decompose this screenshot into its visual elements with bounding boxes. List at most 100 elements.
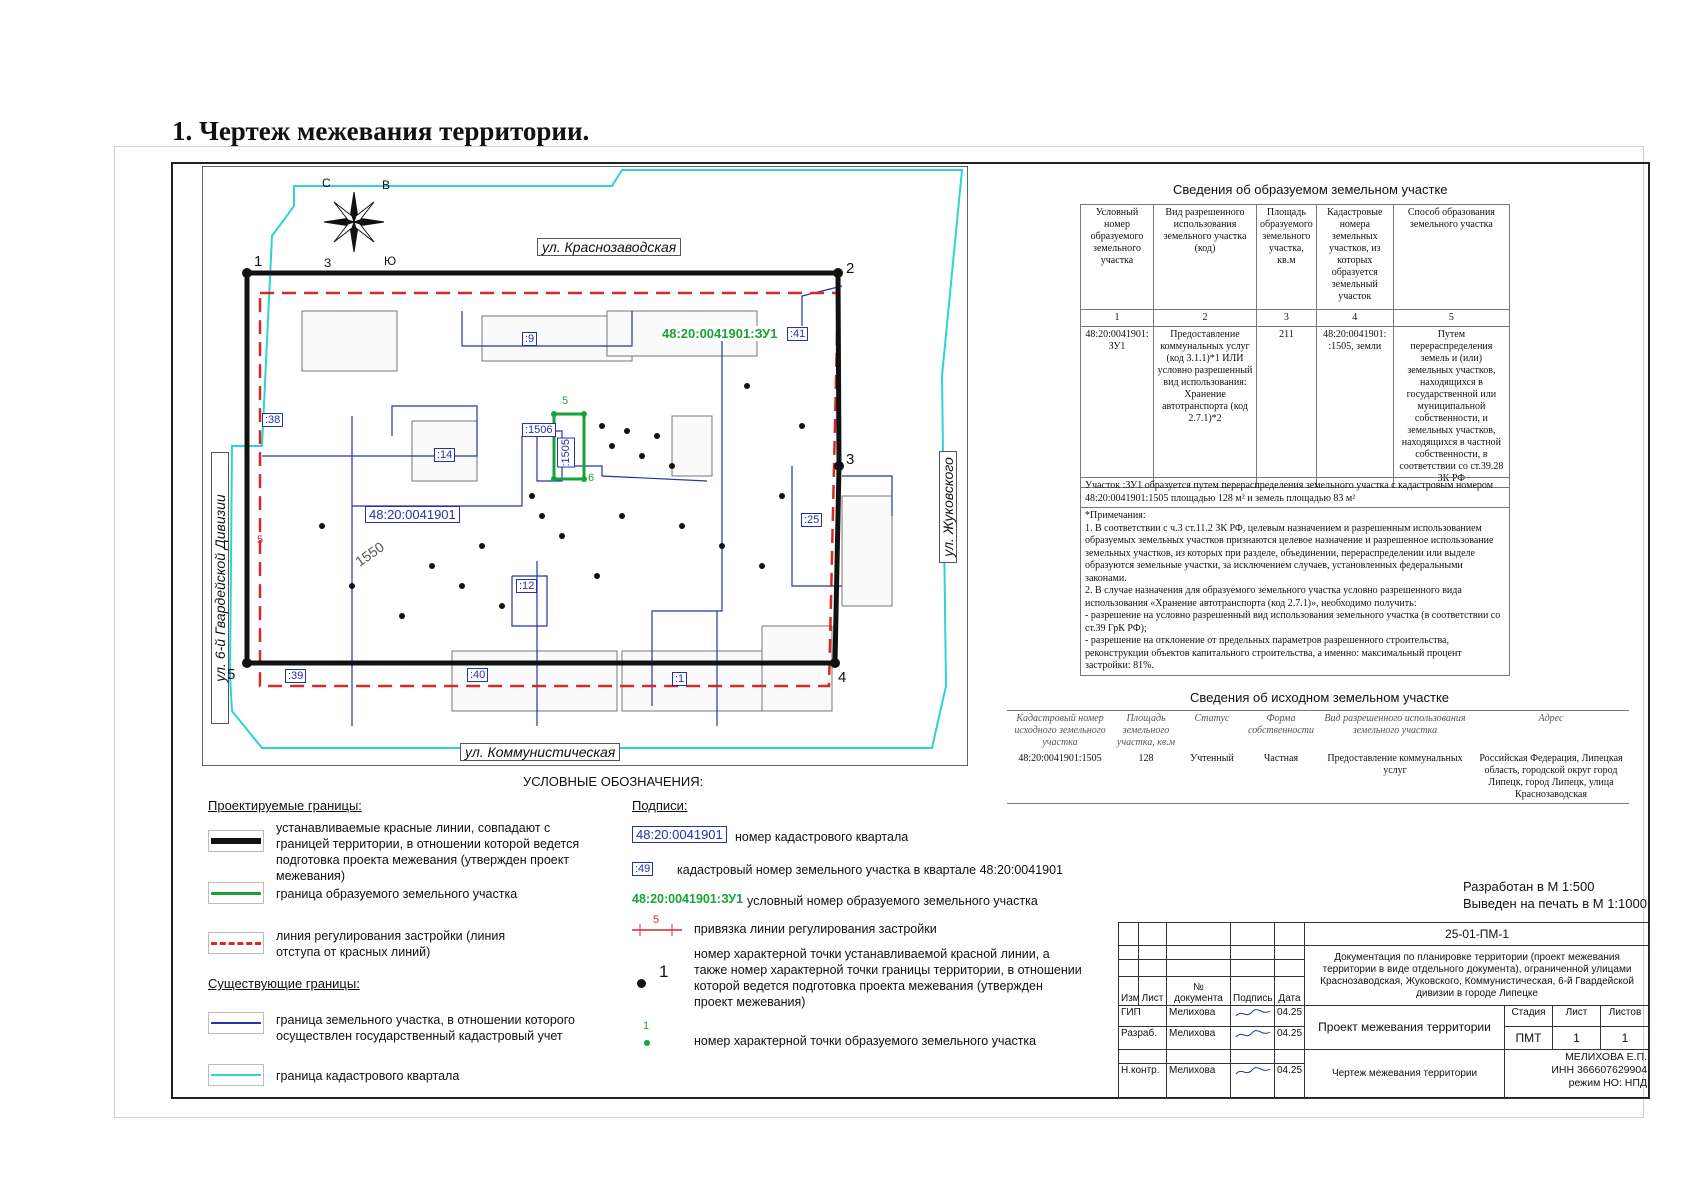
parcel-label: :39 [285,669,307,683]
point-label-4: 4 [838,669,847,686]
sheet-outer-frame [114,146,1644,1118]
col-number: 4 [1315,309,1394,327]
legend-swatch-formed [208,882,264,904]
page-title: 1. Чертеж межевания территории. [172,116,590,146]
stamp-sheets-label: Листов [1599,1004,1651,1027]
stamp-name: Мелихова [1166,1062,1231,1100]
legend-parcel-number-sample: :49 [632,862,654,876]
table-header-row: Условный номер образуемого земельного уч… [1080,204,1511,310]
legend-binding-value: 5 [653,914,660,926]
legend-quarter-text: граница кадастрового квартала [276,1069,460,1083]
binding-dimension: 5 [257,534,264,546]
legend-red-lines-text: устанавливаемые красные линии, совпадают… [276,821,580,883]
signature-icon [1230,1062,1275,1100]
legend-formed-point-text: номер характерной точки образуемого земе… [694,1034,1037,1048]
scale-printed: Выведен на печать в М 1:1000 [1463,896,1647,911]
header-cell: Способ образования земельного участка [1392,204,1511,310]
legend-captions-title: Подписи: [632,798,688,813]
signature-icon [1230,1025,1275,1050]
stamp-name: Мелихова [1166,1004,1231,1027]
col-number: 5 [1392,309,1511,327]
stamp-date: 04.25 [1274,1004,1305,1027]
point-label-1: 1 [254,253,263,270]
formed-parcel-title: Сведения об образуемом земельном участке [1173,182,1448,197]
stamp-code: 25-01-ПМ-1 [1303,921,1651,947]
stamp-author-block: МЕЛИХОВА Е.П. ИНН 366607629904 режим НО:… [1503,1048,1651,1100]
header-cell: Статус [1194,713,1230,724]
cadastral-map: С В З Ю ул. Краснозаводская ул. Коммунис… [201,165,969,767]
stamp-stage-label: Стадия [1504,1004,1553,1027]
parcel-label: :38 [262,413,284,427]
stamp-sheets: 1 [1599,1025,1651,1050]
stamp-col-label: Лист [1138,975,1167,1006]
legend-formed-number-sample: 48:20:0041901:ЗУ1 [632,892,744,906]
col-number: 2 [1153,309,1257,327]
table-row: 48:20:0041901: ЗУ1 Предоставление коммун… [1080,326,1511,488]
header-cell: Площадь образуемого земельного участка, … [1256,204,1317,310]
stamp-stage: ПМТ [1504,1025,1553,1050]
parcel-label: :9 [522,332,538,346]
stamp-role: Н.контр. [1118,1062,1167,1100]
legend-quarter-number-sample: 48:20:0041901 [632,826,727,843]
point-label-2: 2 [846,260,855,277]
legend-registered-text: граница земельного участка, в отношении … [276,1013,575,1043]
stamp-col-label: Подпись [1230,975,1275,1006]
parcel-label: :1506 [522,423,556,437]
table-cell: 48:20:0041901: ЗУ1 [1080,326,1154,488]
legend-projected-title: Проектируемые границы: [208,798,362,813]
stamp-drawing-name: Чертеж межевания территории [1304,1048,1505,1100]
quarter-number-label: 48:20:0041901 [365,506,460,523]
table-cell: Российская Федерация, Липецкая область, … [1479,753,1623,800]
stamp-role: Разраб. [1118,1025,1167,1050]
legend-quarter-number-text: номер кадастрового квартала [735,830,909,844]
original-parcel-table: Кадастровый номер исходного земельного у… [1007,710,1629,804]
stamp-role: ГИП [1118,1004,1167,1027]
parcel-label: :25 [801,513,823,527]
street-west: ул. 6-й Гвардейской Дивизии [211,452,229,724]
legend-point-dot-icon [637,979,646,988]
stamp-sheet-label: Лист [1552,1004,1601,1027]
scale-developed: Разработан в М 1:500 [1463,879,1595,894]
legend-point-sample: 1 [659,962,669,981]
legend-existing-title: Существующие границы: [208,976,360,991]
compass-east-label: В [382,178,391,192]
table-cell: Учтенный [1190,753,1234,764]
note-main: Участок :ЗУ1 образуется путем перераспре… [1081,478,1509,508]
formed-parcel-notes: Участок :ЗУ1 образуется путем перераспре… [1080,477,1510,676]
legend-title: УСЛОВНЫЕ ОБОЗНАЧЕНИЯ: [523,774,704,789]
legend-swatch-red-lines [208,830,264,852]
stamp-date: 04.25 [1274,1025,1305,1050]
legend-point-text: номер характерной точки устанавливаемой … [694,947,1082,1009]
table-header-row: Кадастровый номер исходного земельного у… [1007,711,1629,752]
notes-title: *Примечания: [1085,510,1146,521]
signature-icon [1230,1004,1275,1027]
stamp-description: Документация по планировке территории (п… [1303,945,1651,1006]
stamp-date: 04.25 [1274,1062,1305,1100]
parcel-label: :1505 [557,438,575,468]
parcel-label: :40 [467,668,489,682]
original-parcel-title: Сведения об исходном земельном участке [1190,690,1450,705]
point-label-3: 3 [846,451,855,468]
legend-swatch-registered [208,1012,264,1034]
stamp-project-name: Проект межевания территории [1304,1004,1505,1050]
table-cell: Предоставление коммунальных услуг (код 3… [1153,326,1257,488]
table-row: 48:20:0041901:1505 128 Учтенный Частная … [1007,751,1629,804]
note-2a: - разрешение на условно разрешенный вид … [1085,610,1501,634]
table-cell: Частная [1263,753,1299,764]
formed-parcel-label: 48:20:0041901:ЗУ1 [662,326,778,341]
formed-point-label: 5 [562,395,569,407]
stamp-col-label: Дата [1274,975,1305,1006]
stamp-regime: режим НО: НПД [1568,1076,1648,1089]
header-cell: Форма собственности [1248,713,1314,736]
header-cell: Кадастровый номер исходного земельного у… [1014,713,1106,748]
table-cell: 128 [1138,753,1154,764]
parcel-label: :14 [434,448,456,462]
compass-south-label: Ю [384,254,397,268]
note-2b: - разрешение на отклонение от предельных… [1085,635,1462,671]
table-cell: 211 [1256,326,1317,488]
stamp-col-label: Изм [1118,975,1140,1006]
stamp-sheet: 1 [1552,1025,1601,1050]
legend-binding-text: привязка линии регулирования застройки [694,922,937,936]
table-row: 1 2 3 4 5 [1080,309,1511,327]
compass-west-label: З [324,256,332,270]
